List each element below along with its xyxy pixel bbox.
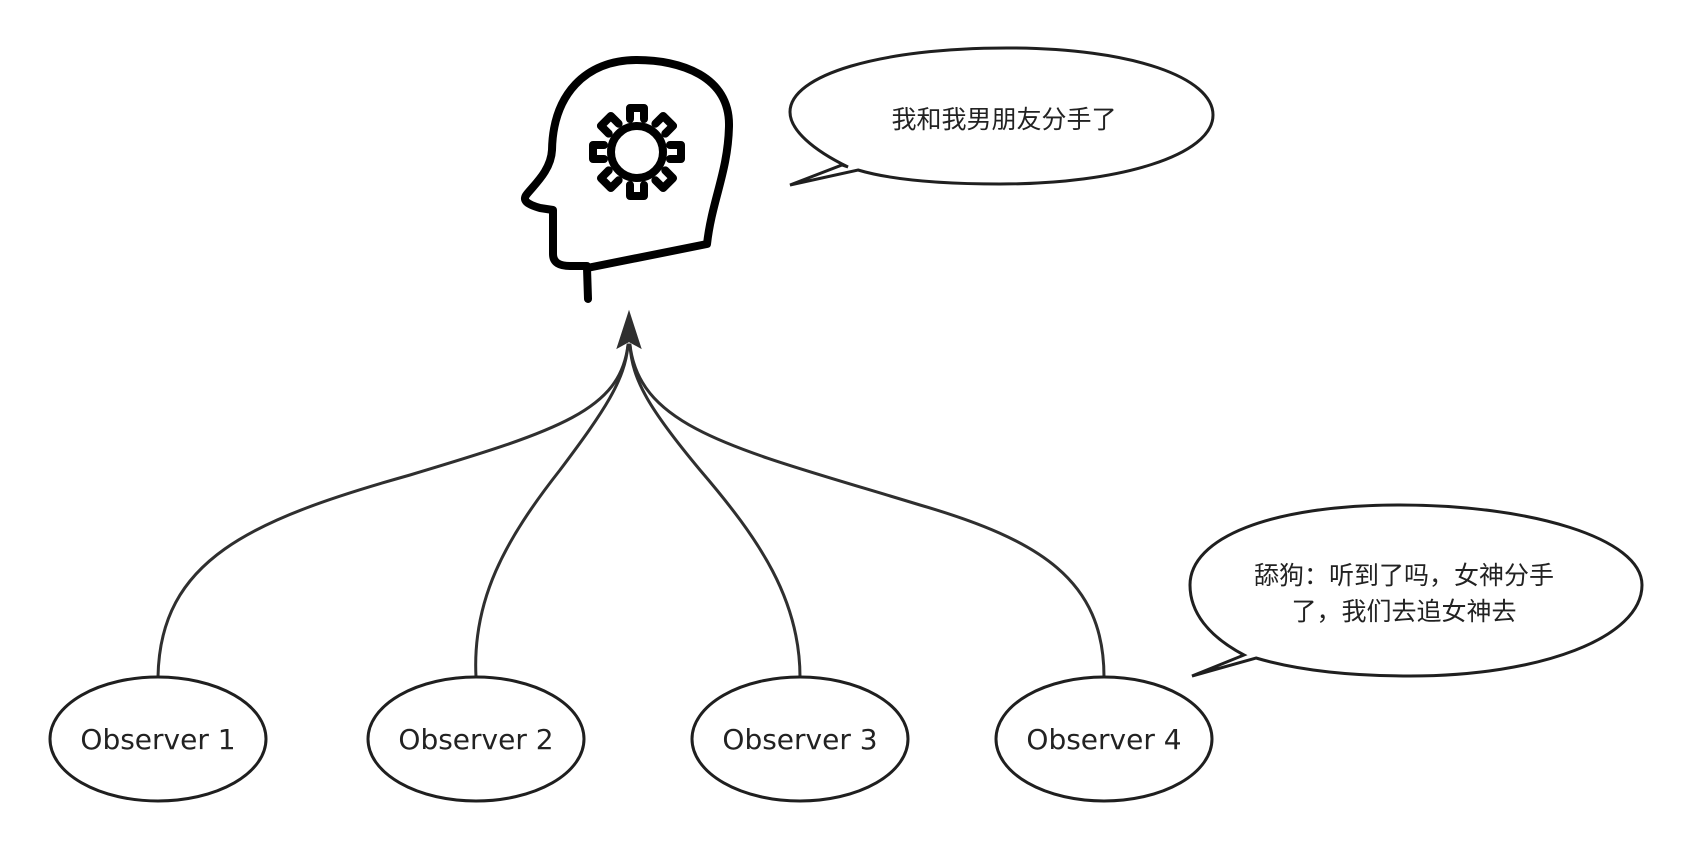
arrowhead bbox=[616, 309, 642, 350]
head-outline bbox=[520, 56, 734, 303]
observer-label: Observer 1 bbox=[80, 723, 235, 756]
observer-2: Observer 2 bbox=[366, 675, 586, 803]
speech-bubble-shape bbox=[1188, 503, 1644, 678]
observer-4: Observer 4 bbox=[994, 675, 1214, 803]
observer-label: Observer 4 bbox=[1026, 723, 1181, 756]
connector-observer-1 bbox=[156, 343, 630, 679]
observer-speech-bubble: 舔狗：听到了吗，女神分手 了，我们去追女神去 bbox=[1188, 503, 1644, 678]
observer-speech-line-1: 舔狗：听到了吗，女神分手 bbox=[1254, 561, 1554, 590]
observer-label: Observer 3 bbox=[722, 723, 877, 756]
connectors bbox=[156, 309, 1106, 679]
observer-label: Observer 2 bbox=[398, 723, 553, 756]
connector-observer-4 bbox=[628, 343, 1106, 679]
observer-speech-line-2: 了，我们去追女神去 bbox=[1291, 597, 1516, 626]
gear-icon bbox=[589, 104, 685, 200]
subject-speech-bubble: 我和我男朋友分手了 bbox=[788, 46, 1215, 187]
observer-1: Observer 1 bbox=[48, 675, 268, 803]
speech-bubble-shape bbox=[788, 46, 1215, 187]
connector-observer-3 bbox=[628, 343, 802, 679]
connector-observer-2 bbox=[474, 343, 630, 679]
observer-3: Observer 3 bbox=[690, 675, 910, 803]
subject-speech-text: 我和我男朋友分手了 bbox=[891, 105, 1116, 134]
head-gear-icon bbox=[520, 56, 734, 303]
